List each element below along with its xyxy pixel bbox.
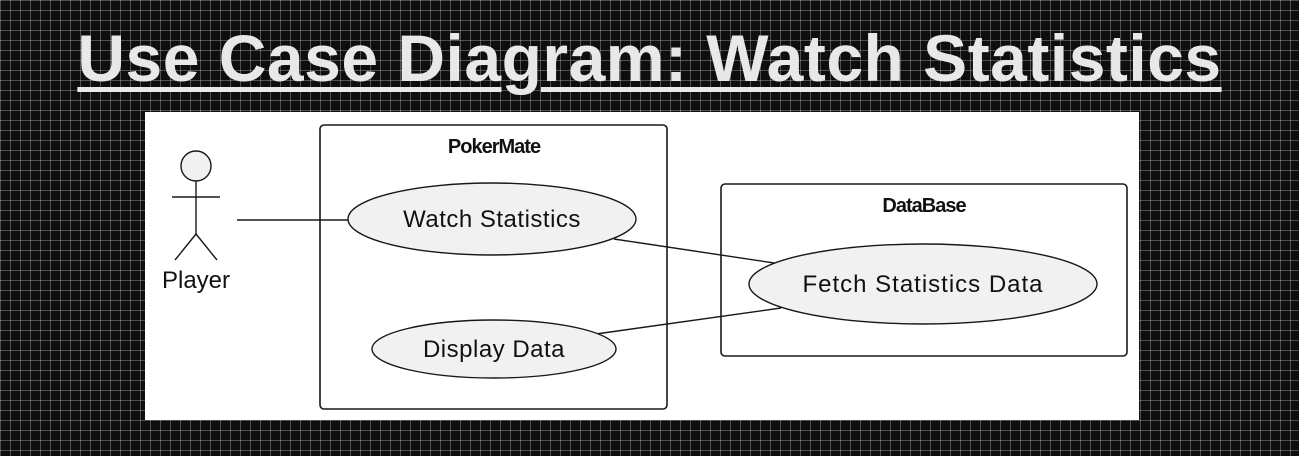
use-case-fetch-statistics-data: Fetch Statistics Data bbox=[748, 243, 1098, 325]
use-case-watch-statistics: Watch Statistics bbox=[347, 182, 637, 256]
actor-left-leg bbox=[174, 233, 197, 261]
actor-player: Player bbox=[162, 150, 230, 294]
use-case-label: Watch Statistics bbox=[403, 206, 581, 233]
pokermate-boundary-box bbox=[319, 124, 668, 410]
use-case-ellipse bbox=[371, 319, 617, 379]
actor-head bbox=[180, 150, 212, 182]
use-case-label: Display Data bbox=[423, 336, 565, 363]
use-case-label: Fetch Statistics Data bbox=[802, 271, 1043, 298]
use-case-diagram: PokerMate DataBase Player Watch Statisti… bbox=[162, 124, 1128, 410]
page-title: Use Case Diagram: Watch Statistics bbox=[77, 21, 1222, 95]
association-display-data-fetch-data bbox=[595, 307, 782, 335]
system-boundary-pokermate: PokerMate bbox=[319, 124, 668, 410]
use-case-ellipse bbox=[347, 182, 637, 256]
system-boundary-database: DataBase bbox=[720, 183, 1128, 357]
association-watch-statistics-fetch-data bbox=[613, 238, 782, 265]
use-case-display-data: Display Data bbox=[371, 319, 617, 379]
database-boundary-box bbox=[720, 183, 1128, 357]
actor-right-leg bbox=[195, 233, 218, 261]
diagram-canvas: PokerMate DataBase Player Watch Statisti… bbox=[145, 112, 1139, 420]
system-title-database: DataBase bbox=[882, 195, 966, 217]
actor-label: Player bbox=[162, 267, 230, 294]
use-case-ellipse bbox=[748, 243, 1098, 325]
system-title-pokermate: PokerMate bbox=[448, 136, 541, 158]
